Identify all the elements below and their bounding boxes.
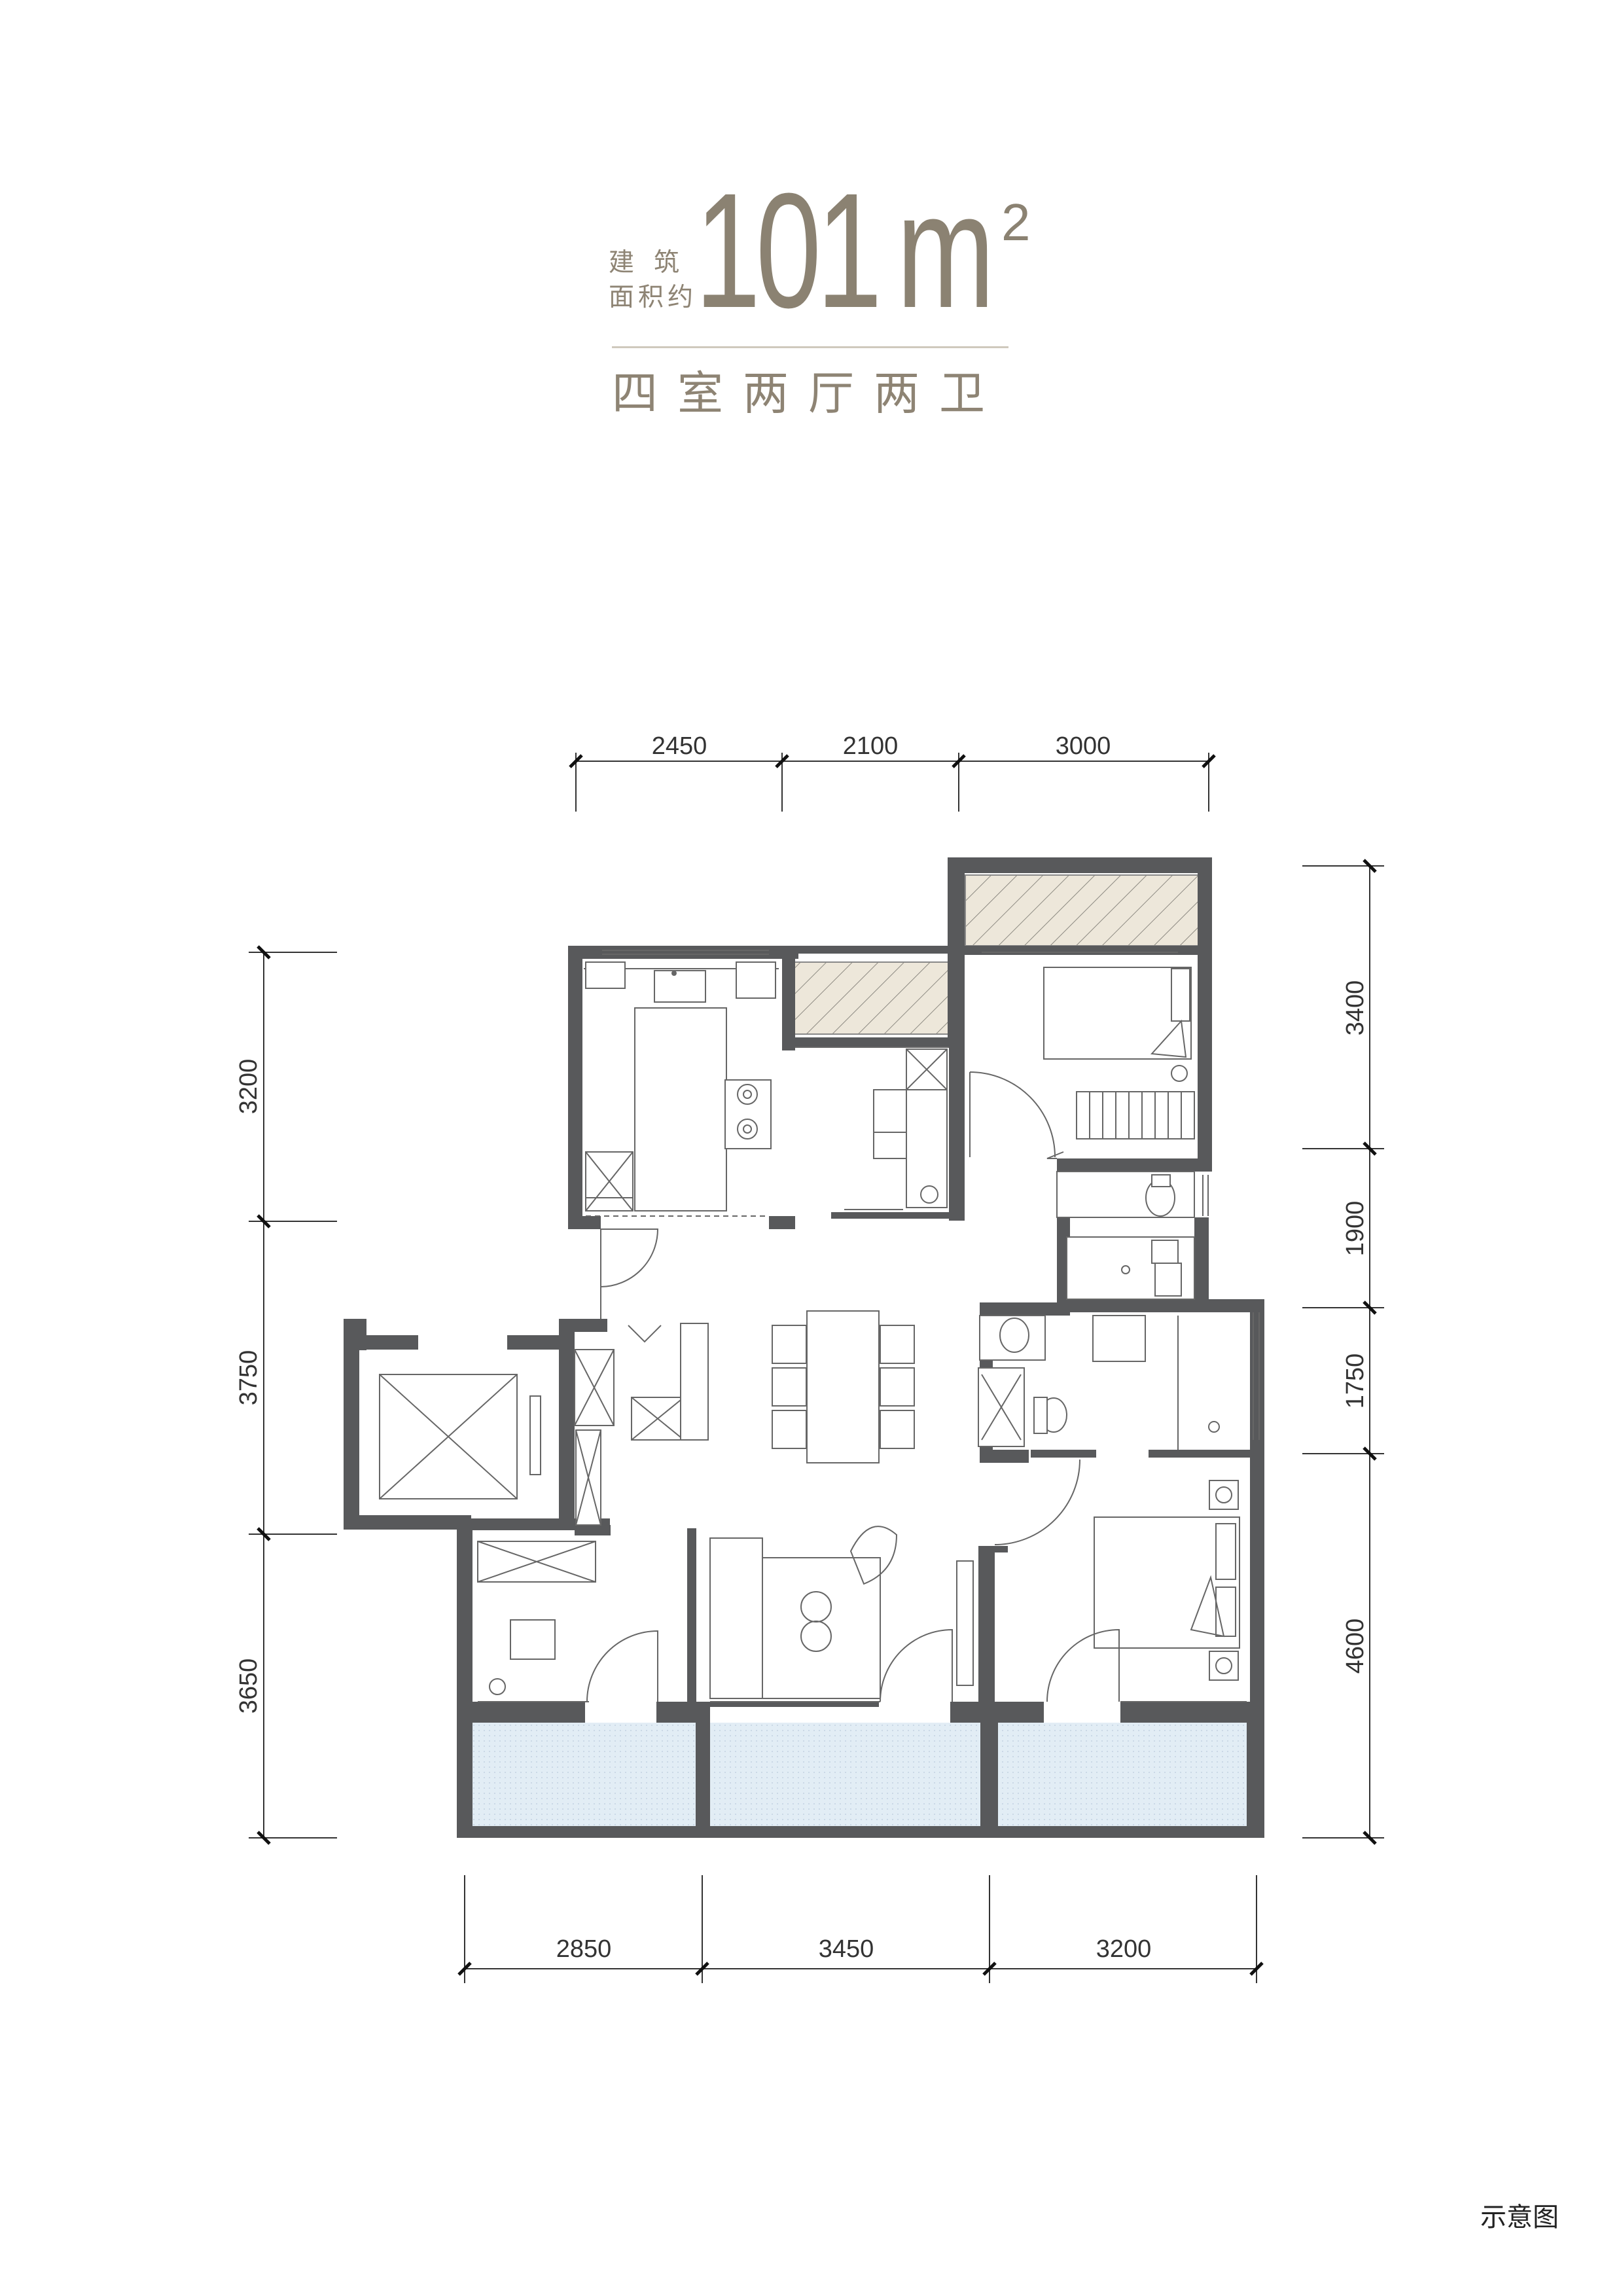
area-unit-superscript: 2 xyxy=(1001,193,1031,251)
bathroom-top-door xyxy=(1046,1151,1064,1159)
bedroom-lower-right-balcony-door xyxy=(1046,1628,1120,1702)
dim-left-1: 3200 xyxy=(235,1059,262,1115)
balconies xyxy=(473,1723,1247,1829)
dim-left-3: 3650 xyxy=(235,1659,262,1714)
dining-area xyxy=(772,1310,915,1463)
bedroom-lower-right xyxy=(1094,1480,1247,1702)
dimensions-top: 2450 2100 3000 xyxy=(569,732,1216,812)
ac-platform-top-center xyxy=(791,961,950,1035)
area-value: 101 xyxy=(695,159,882,342)
dim-top-1: 2450 xyxy=(652,732,707,760)
area-unit: m xyxy=(897,159,995,342)
bathroom-top xyxy=(1056,1171,1195,1300)
balcony-right xyxy=(998,1723,1247,1829)
schematic-note: 示意图 xyxy=(1480,2202,1559,2233)
dimensions-left: 3200 3750 3650 xyxy=(235,945,337,1845)
header-divider xyxy=(612,346,1008,348)
area-label-line1: 建筑 xyxy=(609,248,700,278)
balcony-left xyxy=(473,1723,698,1829)
dim-bottom-2: 3450 xyxy=(819,1935,874,1963)
living-room xyxy=(709,1526,974,1702)
study-door xyxy=(969,1071,1056,1158)
study-room xyxy=(795,1047,949,1210)
area-label-line2: 面积约 xyxy=(609,283,698,312)
bathroom-lower xyxy=(978,1315,1220,1450)
kitchen-door xyxy=(600,1229,659,1287)
dim-right-2: 1900 xyxy=(1342,1201,1369,1257)
windows xyxy=(602,950,1260,1440)
header: 建筑 面积约 101 m 2 四室两厅两卫 xyxy=(0,0,1623,458)
dimensions-bottom: 2850 3450 3200 xyxy=(457,1875,1264,1983)
entry-cabinets xyxy=(574,1323,709,1526)
dim-right-1: 3400 xyxy=(1342,980,1369,1036)
dim-bottom-1: 2850 xyxy=(556,1935,612,1963)
dim-right-3: 1750 xyxy=(1342,1354,1369,1409)
bedroom-lower-right-door xyxy=(994,1459,1080,1545)
ac-platform-top-right xyxy=(965,874,1200,946)
balcony-center xyxy=(709,1723,980,1829)
kitchen xyxy=(584,961,779,1217)
elevator-shaft xyxy=(379,1374,541,1499)
dim-bottom-3: 3200 xyxy=(1096,1935,1152,1963)
bedroom-lower-left xyxy=(477,1541,596,1702)
bedroom-lower-left-door xyxy=(586,1630,658,1702)
living-balcony-door xyxy=(880,1628,953,1702)
bedroom-top-right xyxy=(1043,967,1195,1139)
dimensions-right: 3400 1900 1750 4600 xyxy=(1302,859,1384,1845)
dim-top-2: 2100 xyxy=(843,732,899,760)
layout-description: 四室两厅两卫 xyxy=(612,367,1005,420)
dim-top-3: 3000 xyxy=(1056,732,1111,760)
dim-right-4: 4600 xyxy=(1342,1619,1369,1674)
dim-left-2: 3750 xyxy=(235,1350,262,1406)
